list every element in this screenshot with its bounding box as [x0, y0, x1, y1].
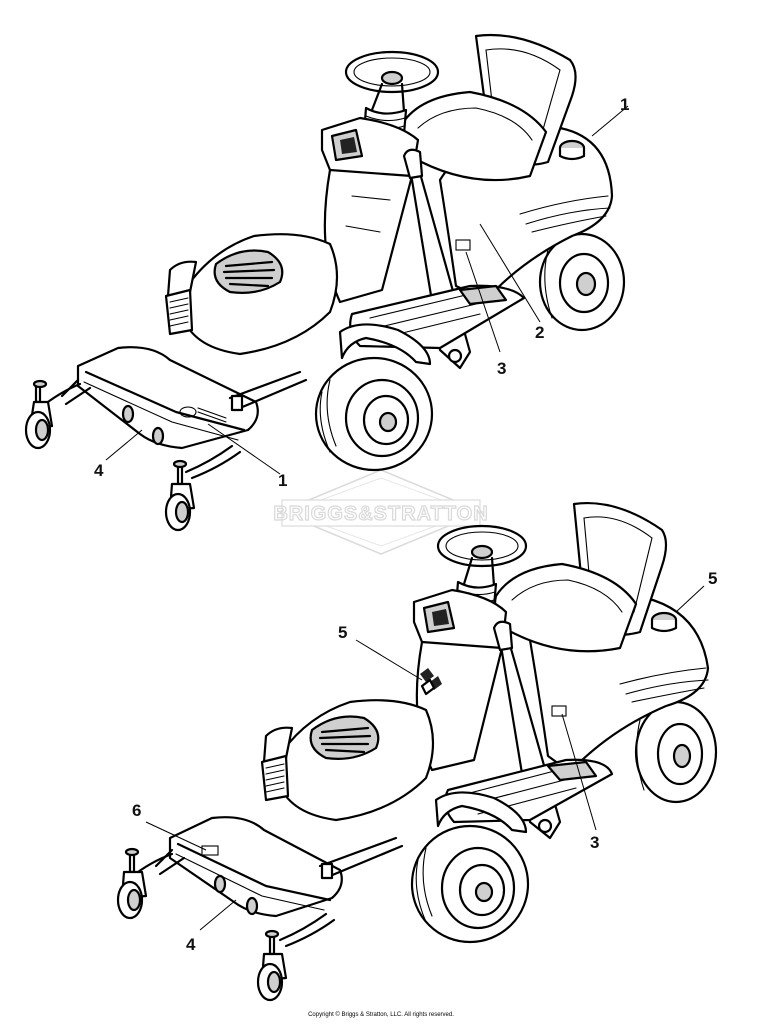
- callout-label: 3: [497, 359, 506, 378]
- decal-symbol: [420, 668, 442, 696]
- leader-line: [479, 223, 541, 323]
- top-view-callouts: 1 2 3 4 1: [94, 95, 629, 490]
- leader-line: [561, 713, 597, 831]
- leader-line: [199, 899, 237, 931]
- callout-label: 5: [338, 623, 347, 642]
- leader-line: [675, 585, 705, 613]
- callout-label: 5: [708, 569, 717, 588]
- leader-line: [105, 429, 143, 461]
- watermark-text: BRIGGS&STRATTON: [273, 503, 488, 525]
- leader-line: [145, 821, 207, 851]
- callout-label: 1: [620, 95, 629, 114]
- leader-line: [465, 251, 501, 353]
- copyright-notice: Copyright © Briggs & Stratton, LLC. All …: [308, 1012, 454, 1018]
- leader-line: [207, 423, 281, 475]
- callout-label: 2: [535, 323, 544, 342]
- leader-line: [355, 639, 423, 681]
- bottom-mower-illustration: [116, 502, 718, 1002]
- callout-label: 1: [278, 471, 287, 490]
- callout-label: 6: [132, 801, 141, 820]
- watermark-logo: BRIGGS&STRATTON: [273, 469, 488, 555]
- callout-label: 3: [590, 833, 599, 852]
- leader-line: [591, 105, 629, 137]
- callout-label: 4: [186, 935, 196, 954]
- callout-label: 4: [94, 461, 104, 480]
- top-mower-illustration: [24, 33, 626, 532]
- bottom-view-callouts: 5 5 6 3 4: [132, 569, 717, 954]
